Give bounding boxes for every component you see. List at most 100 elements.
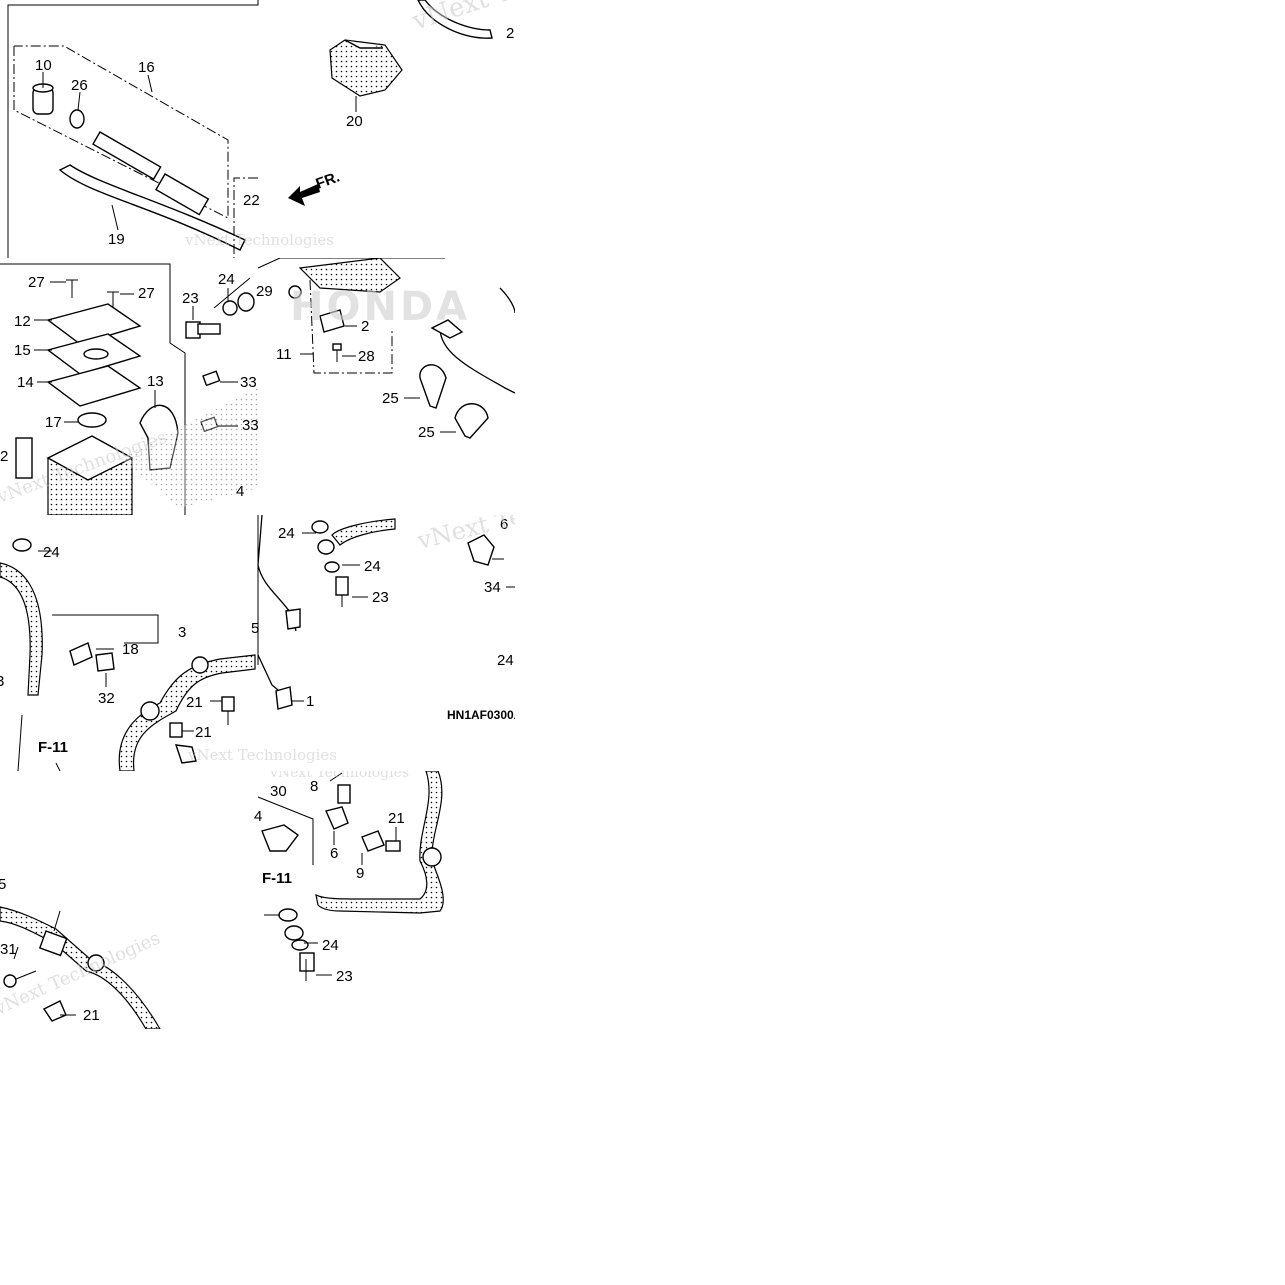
part-10-icon [32,83,54,115]
bracket-18-icon [69,642,115,672]
bolt-8-icon [337,784,351,804]
callout-24: 24 [43,544,60,561]
callout-24: 24 [497,652,514,669]
part-26-icon [69,109,85,129]
callout-14: 14 [17,374,34,391]
part-20-icon [329,39,403,97]
callout-3: 3 [178,624,186,641]
screw-28-icon [332,343,342,362]
callout-18: 18 [122,641,139,658]
callout-2: 2 [361,318,369,335]
reference-f11: F-11 [38,739,68,756]
bolt-2-icon [15,437,33,479]
callout-12: 12 [14,313,31,330]
callout-22: 22 [243,192,260,209]
callout-29: 29 [256,283,273,300]
part-19-icon [58,164,246,251]
tile-1-drawing: FR. 10 26 16 19 22 20 2 vNext Technologi… [7,0,515,258]
callout-24: 24 [322,937,339,954]
callout-20: 20 [346,113,363,130]
callout-4: 4 [236,483,244,500]
bolt-31-icon [3,970,37,988]
callout-11: 11 [276,346,292,363]
callout-30: 30 [270,783,287,800]
bracket-4-icon [261,824,299,852]
callout-6: 6 [500,516,508,533]
tile-2-drawing: HONDA [0,258,515,515]
callout-21: 21 [388,810,405,827]
bolt-23-icon [185,321,221,339]
callout-27: 27 [138,285,155,302]
callout-16: 16 [138,59,155,76]
callout-1: 1 [306,693,314,710]
brake-hose-lower-left-icon [0,906,161,1029]
clamp-25-icon [419,364,489,439]
callout-9: 9 [356,865,364,882]
switch-2-icon [298,258,401,333]
callout-3: 3 [0,673,4,690]
clamp-6-icon [467,534,495,566]
tile-4-drawing: 5 31 21 30 8 4 6 21 9 F-11 24 23 vNext T… [0,771,444,1029]
washer-24-icon [222,300,238,316]
callout-17: 17 [45,414,62,431]
part-17-icon [77,412,107,428]
clamp-9-icon [361,830,401,852]
joint-icon [38,930,68,957]
callout-33: 33 [242,417,259,434]
callout-25: 25 [382,390,399,407]
callout-24: 24 [364,558,381,575]
callout-24: 24 [278,525,295,542]
washer-24-icon [278,908,298,922]
brake-hose-right-icon [331,518,396,546]
callout-33: 33 [240,374,257,391]
brake-hose-left-icon [0,562,43,696]
callout-23: 23 [372,589,389,606]
clamp-6-icon [325,806,349,830]
bolt-23-icon [299,952,315,981]
callout-32: 32 [98,690,115,707]
diagram-tile-front-hoses: 5 31 21 30 8 4 6 21 9 F-11 24 23 vNext T… [0,771,515,1029]
bolt-21-icon [169,696,235,764]
callout-31: 31 [0,941,17,958]
diagram-tile-master-cylinder: FR. 10 26 16 19 22 20 2 vNext Technologi… [0,0,515,258]
callout-5: 5 [0,876,6,893]
callout-23: 23 [182,290,199,307]
callout-34: 34 [484,579,501,596]
callout-26: 26 [71,77,88,94]
callout-27: 27 [28,274,45,291]
callout-24: 24 [218,271,235,288]
callout-21: 21 [186,694,203,711]
callout-6: 6 [330,845,338,862]
direction-label: FR. [314,169,343,193]
tile-3-drawing: 24 3 18 32 3 21 21 F-11 5 1 24 24 23 6 3… [0,515,515,771]
part-14-icon [46,365,142,407]
callout-19: 19 [108,231,125,248]
part-12-icon [46,303,142,345]
callout-2: 2 [506,25,514,42]
diagram-tile-reservoir: HONDA [0,258,515,515]
callout-28: 28 [358,348,375,365]
bolt-23-icon [335,576,349,607]
reference-f11: F-11 [262,870,292,887]
watermark: vNext Technologies [269,771,409,781]
diagram-code: HN1AF0300A [447,708,515,722]
washer-24-icon [324,561,340,573]
watermark: vNext Technologies [184,231,334,249]
callout-23: 23 [336,968,353,985]
callout-2: 2 [0,448,8,465]
callout-15: 15 [14,342,31,359]
part-16-icon [92,131,210,216]
diagram-tile-brake-hoses: 24 3 18 32 3 21 21 F-11 5 1 24 24 23 6 3… [0,515,515,771]
callout-13: 13 [147,373,164,390]
watermark: vNext Technologies [414,515,515,555]
fitting-1-icon [275,686,293,710]
callout-25: 25 [418,424,435,441]
front-direction-arrow-icon [288,184,320,206]
nut-29-icon [288,285,302,299]
callout-21: 21 [195,724,212,741]
screw-27-icon [66,279,119,308]
callout-5: 5 [251,620,259,637]
callout-21: 21 [83,1007,100,1024]
honda-watermark: HONDA [290,284,470,330]
